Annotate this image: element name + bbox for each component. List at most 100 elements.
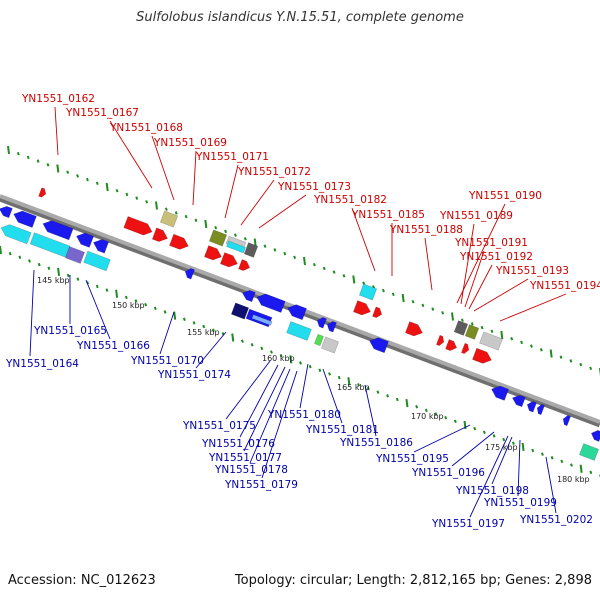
gene-label[interactable]: YN1551_0166: [76, 340, 150, 352]
feature-shape[interactable]: [353, 300, 372, 318]
feature-shape[interactable]: [65, 246, 85, 264]
reverse-gene-feature[interactable]: [183, 267, 195, 280]
feature-shape[interactable]: [255, 291, 286, 313]
reverse-gene-feature[interactable]: [535, 403, 545, 416]
feature-shape[interactable]: [325, 320, 337, 333]
gene-label[interactable]: YN1551_0182: [313, 194, 387, 206]
feature-shape[interactable]: [226, 240, 246, 254]
feature-shape[interactable]: [243, 242, 259, 258]
gene-label[interactable]: YN1551_0177: [208, 452, 282, 464]
forward-gene-feature[interactable]: [353, 300, 372, 318]
feature-shape[interactable]: [405, 321, 424, 339]
reverse-gene-feature[interactable]: [286, 321, 312, 341]
gene-label[interactable]: YN1551_0185: [351, 209, 425, 221]
gene-label[interactable]: YN1551_0193: [495, 265, 569, 277]
feature-shape[interactable]: [314, 333, 324, 347]
reverse-gene-feature[interactable]: [320, 336, 340, 354]
feature-shape[interactable]: [320, 336, 340, 354]
reverse-gene-feature[interactable]: [65, 246, 85, 264]
reverse-gene-feature[interactable]: [251, 314, 273, 326]
forward-gene-feature[interactable]: [445, 339, 459, 353]
forward-gene-feature[interactable]: [479, 331, 503, 351]
reverse-gene-feature[interactable]: [489, 384, 509, 401]
forward-gene-feature[interactable]: [38, 187, 48, 199]
feature-shape[interactable]: [159, 210, 179, 228]
gene-label[interactable]: YN1551_0197: [431, 518, 505, 530]
forward-gene-feature[interactable]: [461, 342, 470, 355]
gene-label[interactable]: YN1551_0174: [157, 369, 231, 381]
feature-shape[interactable]: [83, 250, 111, 272]
reverse-gene-feature[interactable]: [525, 400, 537, 413]
reverse-gene-feature[interactable]: [0, 222, 32, 245]
reverse-gene-feature[interactable]: [579, 443, 599, 461]
gene-label[interactable]: YN1551_0180: [267, 409, 341, 421]
feature-shape[interactable]: [445, 339, 459, 353]
forward-gene-feature[interactable]: [123, 216, 154, 237]
reverse-gene-feature[interactable]: [83, 250, 111, 272]
gene-label[interactable]: YN1551_0175: [182, 420, 256, 432]
gene-label[interactable]: YN1551_0198: [455, 485, 529, 497]
reverse-gene-feature[interactable]: [12, 209, 37, 228]
reverse-gene-feature[interactable]: [91, 237, 110, 254]
gene-label[interactable]: YN1551_0189: [439, 210, 513, 222]
forward-gene-feature[interactable]: [372, 306, 383, 319]
reverse-gene-feature[interactable]: [367, 335, 389, 354]
reverse-gene-feature[interactable]: [241, 288, 256, 303]
feature-shape[interactable]: [479, 331, 503, 351]
gene-label[interactable]: YN1551_0179: [224, 479, 298, 491]
forward-gene-feature[interactable]: [226, 240, 246, 254]
forward-gene-feature[interactable]: [208, 229, 228, 247]
feature-shape[interactable]: [0, 204, 13, 219]
gene-label[interactable]: YN1551_0172: [237, 166, 311, 178]
feature-shape[interactable]: [251, 314, 273, 326]
gene-label[interactable]: YN1551_0169: [153, 137, 227, 149]
feature-shape[interactable]: [91, 237, 110, 254]
reverse-gene-feature[interactable]: [230, 302, 250, 320]
forward-gene-feature[interactable]: [204, 245, 223, 263]
feature-shape[interactable]: [461, 342, 470, 355]
forward-gene-feature[interactable]: [472, 347, 493, 366]
feature-shape[interactable]: [436, 334, 445, 347]
feature-shape[interactable]: [590, 429, 600, 442]
gene-label[interactable]: YN1551_0196: [411, 467, 485, 479]
feature-shape[interactable]: [230, 302, 250, 320]
forward-gene-feature[interactable]: [453, 320, 469, 336]
feature-shape[interactable]: [579, 443, 599, 461]
gene-label[interactable]: YN1551_0186: [339, 437, 413, 449]
feature-shape[interactable]: [315, 316, 327, 329]
reverse-gene-feature[interactable]: [561, 414, 571, 427]
forward-gene-feature[interactable]: [436, 334, 445, 347]
forward-gene-feature[interactable]: [169, 233, 190, 252]
feature-shape[interactable]: [453, 320, 469, 336]
feature-shape[interactable]: [238, 259, 252, 273]
feature-shape[interactable]: [464, 324, 480, 340]
feature-shape[interactable]: [12, 209, 37, 228]
gene-label[interactable]: YN1551_0165: [33, 325, 107, 337]
feature-shape[interactable]: [525, 400, 537, 413]
feature-track[interactable]: [0, 187, 600, 461]
feature-shape[interactable]: [41, 218, 74, 241]
feature-shape[interactable]: [169, 233, 190, 252]
feature-shape[interactable]: [204, 245, 223, 263]
reverse-gene-feature[interactable]: [511, 393, 526, 408]
reverse-gene-feature[interactable]: [285, 302, 307, 321]
gene-label[interactable]: YN1551_0188: [389, 224, 463, 236]
feature-shape[interactable]: [372, 306, 383, 319]
gene-label[interactable]: YN1551_0162: [21, 93, 95, 105]
reverse-gene-feature[interactable]: [0, 204, 13, 219]
feature-shape[interactable]: [151, 227, 169, 244]
gene-label[interactable]: YN1551_0164: [5, 358, 79, 370]
feature-shape[interactable]: [472, 347, 493, 366]
reverse-gene-feature[interactable]: [314, 333, 324, 347]
forward-gene-feature[interactable]: [159, 210, 179, 228]
reverse-gene-feature[interactable]: [315, 316, 327, 329]
feature-shape[interactable]: [286, 321, 312, 341]
feature-shape[interactable]: [241, 288, 256, 303]
reverse-gene-feature[interactable]: [74, 231, 94, 248]
gene-label[interactable]: YN1551_0176: [201, 438, 275, 450]
gene-label[interactable]: YN1551_0195: [375, 453, 449, 465]
feature-shape[interactable]: [358, 283, 378, 301]
gene-label[interactable]: YN1551_0199: [483, 497, 557, 509]
feature-shape[interactable]: [123, 216, 154, 237]
